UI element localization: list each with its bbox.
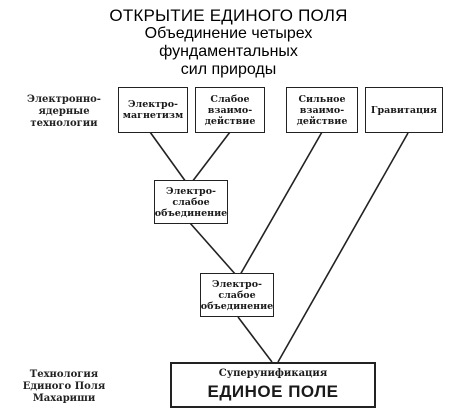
box-strong-interaction: Сильное взаимо- действие [286,87,358,133]
box-gravity: Гравитация [365,87,443,133]
title-line3: фундаментальных [159,43,298,60]
box-electromagnetism: Электро- магнетизм [118,87,188,133]
title-line4: сил природы [180,61,277,78]
line-em-to-electroweak [149,131,187,183]
unified-field-label: ЕДИНОЕ ПОЛЕ [207,382,339,401]
title-subtitle: Объединение четырех фундаментальных сил … [0,25,457,79]
line-electroweak-to-grand [189,222,237,276]
line-weak-to-electroweak [191,131,231,183]
line-gravity-to-final [277,132,409,363]
title-line2: Объединение четырех [144,25,313,42]
box-unified-field: Суперунификация ЕДИНОЕ ПОЛЕ [170,362,376,408]
line-grand-to-final [237,316,273,363]
title-main: ОТКРЫТИЕ ЕДИНОГО ПОЛЯ [109,6,348,25]
superunification-label: Суперунификация [218,368,328,379]
label-electronuclear-tech: Электронно- ядерные технологии [27,94,101,129]
box-electroweak-union: Электро- слабое объединение [154,180,228,224]
box-grand-union: Электро- слабое объединение [200,273,274,317]
box-weak-interaction: Слабое взаимо- действие [195,87,265,133]
label-unified-field-tech: Технология Единого Поля Махариши [22,369,106,404]
line-strong-to-grand [239,131,323,276]
